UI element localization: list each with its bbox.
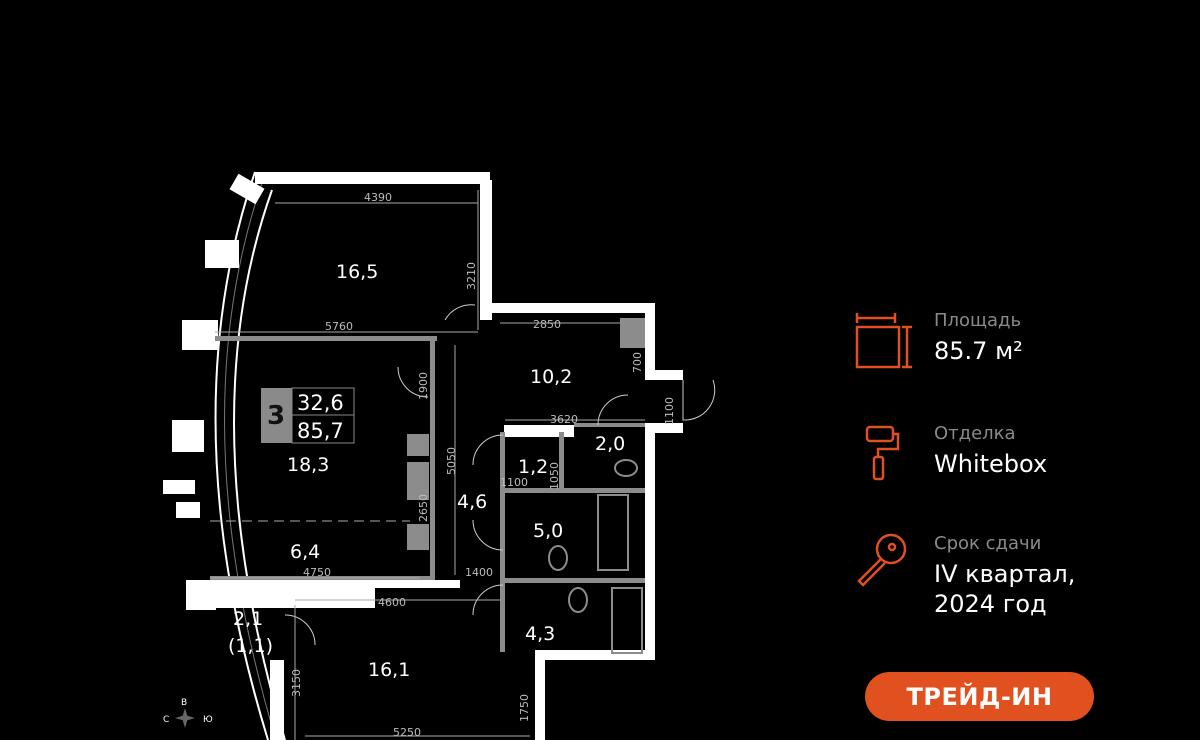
room-area: 18,3 — [287, 454, 329, 476]
compass-north: В — [181, 698, 187, 708]
delivery-year: 2024 год — [934, 590, 1047, 618]
dimension: 5760 — [325, 320, 353, 333]
dimension: 3620 — [550, 413, 578, 426]
room-labels: 16,5 18,3 6,4 10,2 2,0 1,2 4,6 5,0 4,3 1… — [228, 261, 625, 681]
dimension: 1750 — [518, 694, 531, 722]
room-area: 2,1 — [233, 608, 263, 630]
total-area: 85,7 — [297, 419, 344, 443]
walls — [163, 171, 683, 740]
room-area: 2,0 — [595, 433, 625, 455]
dimension: 5050 — [445, 447, 458, 475]
finish-value: Whitebox — [934, 450, 1048, 478]
compass: В С Ю — [163, 698, 213, 728]
compass-east: Ю — [203, 715, 213, 725]
dimension-labels: 4390 3210 5760 2850 700 1100 3620 1900 5… — [290, 191, 676, 739]
area-value: 85.7 м² — [934, 337, 1023, 365]
room-area: 6,4 — [290, 541, 320, 563]
dimension: 2650 — [417, 494, 430, 522]
dimension: 700 — [631, 352, 644, 373]
room-area: (1,1) — [228, 635, 273, 657]
room-area: 5,0 — [533, 520, 563, 542]
dimension: 3210 — [465, 262, 478, 290]
area-icon — [855, 313, 912, 369]
dimension: 4750 — [303, 566, 331, 579]
dimension: 4600 — [378, 596, 406, 609]
room-area: 4,3 — [525, 623, 555, 645]
room-area: 1,2 — [518, 456, 548, 478]
compass-west: С — [163, 715, 169, 725]
delivery-quarter: IV квартал, — [934, 560, 1076, 588]
finish-label: Отделка — [934, 423, 1016, 444]
dimension: 1050 — [548, 462, 561, 490]
living-area: 32,6 — [297, 391, 344, 415]
dimension: 2850 — [533, 318, 561, 331]
dimension: 5250 — [393, 726, 421, 739]
dimension: 1900 — [417, 372, 430, 400]
key-icon — [857, 533, 907, 587]
room-area: 16,5 — [336, 261, 378, 283]
paint-roller-icon — [865, 425, 900, 481]
dimension-lines — [210, 190, 645, 740]
dimension: 1400 — [465, 566, 493, 579]
apartment-badge: 3 32,6 85,7 — [261, 387, 355, 444]
room-count: 3 — [267, 401, 285, 431]
room-area: 16,1 — [368, 659, 410, 681]
dimension: 4390 — [364, 191, 392, 204]
delivery-value: IV квартал,2024 год — [934, 559, 1075, 619]
dimension: 3150 — [290, 669, 303, 697]
dimension: 1100 — [663, 397, 676, 425]
area-label: Площадь — [934, 310, 1022, 331]
room-area: 10,2 — [530, 366, 572, 388]
delivery-label: Срок сдачи — [934, 533, 1042, 554]
trade-in-button[interactable]: ТРЕЙД-ИН — [865, 672, 1094, 721]
dimension: 1100 — [500, 476, 528, 489]
room-area: 4,6 — [457, 491, 487, 513]
doors — [284, 304, 716, 646]
